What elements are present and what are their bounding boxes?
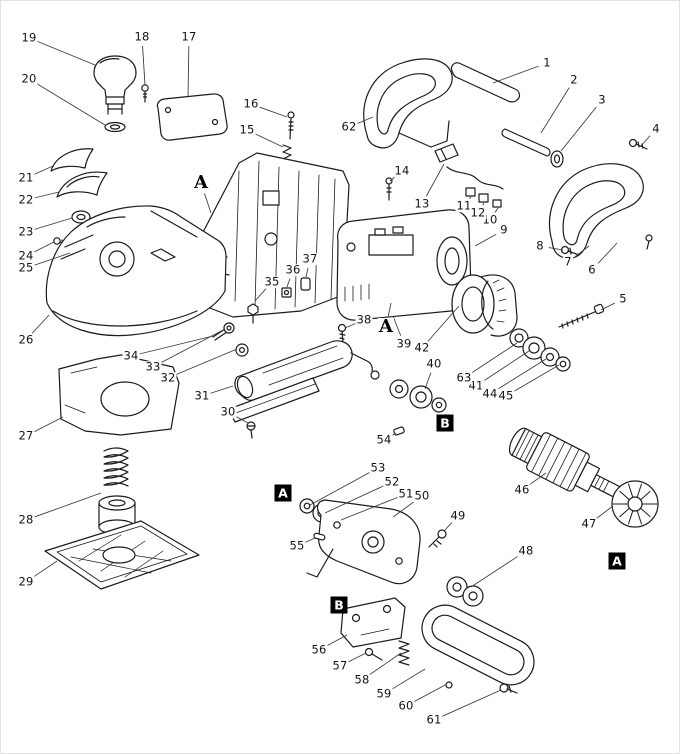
bracket-56-part	[340, 597, 406, 648]
small-parts-35-37	[247, 277, 311, 324]
screw-38-part	[337, 323, 347, 344]
small-parts-32-34	[212, 322, 249, 357]
screw-4-part	[628, 138, 648, 150]
motor-housing-part	[336, 209, 472, 321]
washer-23-part	[71, 210, 91, 224]
leader-lines	[31, 41, 651, 717]
screw-16-part	[287, 111, 295, 140]
spring-28-part	[103, 447, 129, 487]
chassis-frame-part	[186, 152, 350, 318]
bearing-box-part	[306, 499, 421, 585]
grip-piece-22-part	[56, 171, 108, 198]
screw-30-part	[246, 421, 256, 439]
fan-part	[611, 480, 659, 528]
front-housing-part	[45, 205, 227, 337]
belt-cover-part	[421, 604, 535, 689]
cover-plate-part	[156, 93, 228, 141]
adjust-knob-part	[98, 495, 136, 535]
spring-58-part	[398, 640, 410, 666]
switch-parts-group	[385, 128, 564, 208]
roller-48-part	[446, 576, 484, 607]
blade-drum-part	[234, 340, 380, 402]
front-grip-part	[548, 163, 653, 259]
pin-55-part	[313, 532, 326, 541]
screw-61-part	[499, 683, 518, 694]
bearing-set-right	[509, 328, 571, 372]
base-plate-part	[44, 520, 200, 590]
chip-cover-part	[58, 354, 180, 436]
pin-54-part	[393, 426, 405, 436]
grip-piece-21-part	[50, 148, 94, 172]
screw-18-part	[141, 84, 149, 103]
screw-57-part	[364, 647, 383, 661]
screw-49-part	[428, 529, 447, 548]
field-stator-part	[451, 274, 518, 337]
long-screw-5-part	[558, 303, 605, 329]
rear-handle-part	[363, 58, 453, 149]
handle-bar-part	[450, 62, 521, 103]
front-knob-part	[93, 55, 137, 133]
bearing-set-40	[389, 379, 447, 413]
